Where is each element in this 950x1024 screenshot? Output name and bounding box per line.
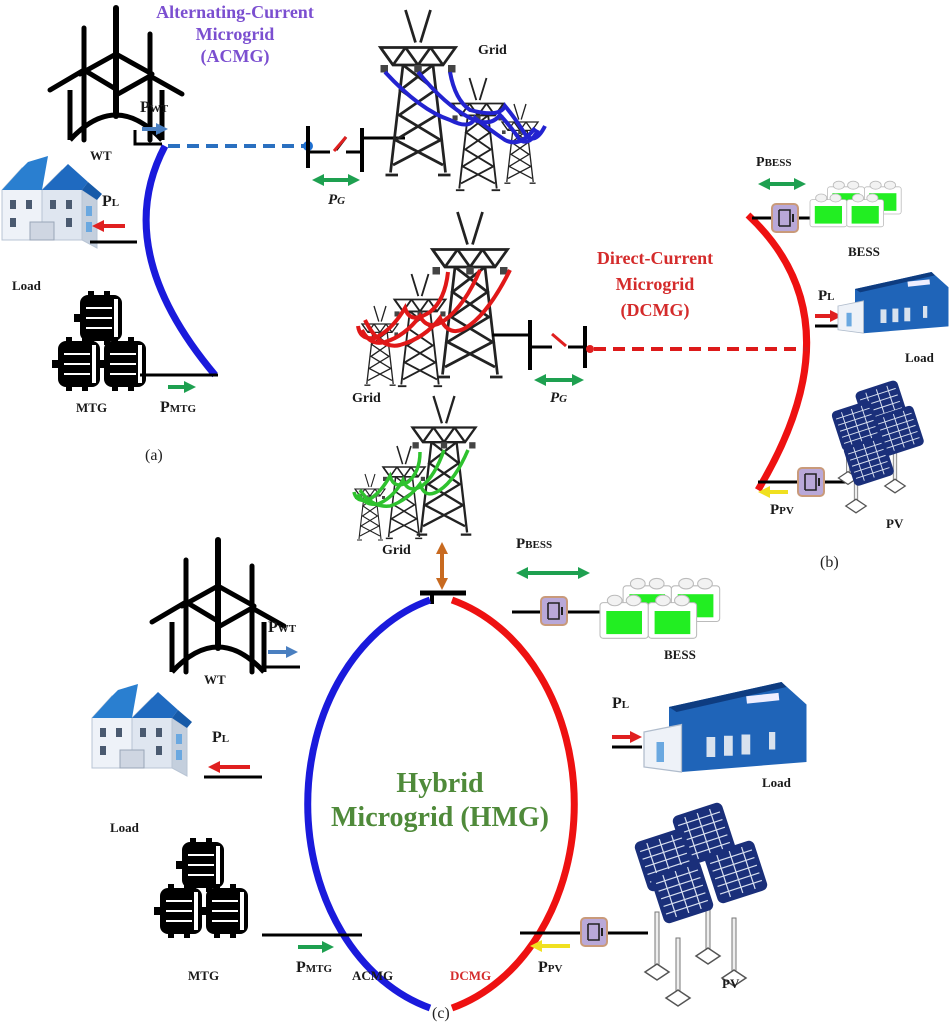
dcmg-title-line2: Microgrid — [616, 274, 695, 294]
house-load-icon — [91, 683, 193, 777]
p-wt-label-c: PWT — [268, 619, 297, 636]
grid-label-b: Grid — [352, 391, 381, 406]
bess-label-c: BESS — [664, 647, 696, 662]
mtg-label: MTG — [76, 400, 107, 415]
wt-connection-line — [133, 130, 162, 146]
acmg-label: ACMG — [352, 968, 393, 983]
pv-label-c: PV — [722, 976, 740, 991]
converter-icon — [797, 467, 825, 497]
p-bess-label: PBESS — [756, 155, 791, 170]
panel-a-caption: (a) — [145, 447, 163, 464]
panel-b-caption: (b) — [820, 554, 839, 571]
hmg-title-line1: Hybrid — [396, 768, 484, 799]
dc-bus — [745, 212, 811, 492]
micro-turbine-generator-icon — [52, 291, 146, 391]
p-pv-label: PPV — [770, 502, 794, 518]
mtg-label-c: MTG — [188, 968, 219, 983]
solar-panel-icon — [632, 800, 770, 1007]
pcc-node-b — [586, 345, 594, 353]
transmission-lines-blue — [383, 70, 547, 145]
p-pv-label-c: PPV — [538, 959, 563, 976]
wind-turbine-icon — [50, 8, 182, 140]
battery-storage-icon — [810, 181, 901, 227]
breaker-switch-icon[interactable] — [332, 136, 348, 152]
transmission-lines-green — [352, 449, 470, 508]
dcmg-title-line1: Direct-Current — [597, 248, 713, 268]
panel-b-dcmg: Direct-Current Microgrid (DCMG) Grid PG — [352, 155, 949, 571]
transmission-lines-red — [356, 269, 512, 348]
transmission-tower-icon — [361, 210, 509, 388]
converter-icon — [580, 917, 608, 947]
warehouse-load-icon — [643, 681, 808, 773]
wt-label-c: WT — [204, 672, 226, 687]
bess-label: BESS — [848, 244, 880, 259]
acmg-title-line3: (ACMG) — [201, 46, 270, 67]
converter-icon — [540, 596, 568, 626]
grid-label-c: Grid — [382, 543, 411, 558]
hmg-title-line2: Microgrid (HMG) — [331, 802, 549, 833]
micro-turbine-generator-icon — [154, 838, 248, 938]
battery-storage-icon — [600, 578, 720, 638]
load-label: Load — [12, 278, 42, 293]
load-label-b: Load — [905, 350, 935, 365]
wind-turbine-icon — [152, 540, 284, 672]
solar-panel-icon — [830, 378, 926, 514]
p-g-label: PG — [328, 192, 345, 208]
ac-bus — [142, 144, 218, 378]
p-mtg-label-c: PMTG — [296, 959, 333, 976]
acmg-title-line2: Microgrid — [196, 24, 275, 44]
p-l-label-c2: PL — [612, 695, 629, 712]
wt-label: WT — [90, 148, 112, 163]
converter-icon — [771, 203, 799, 233]
warehouse-load-icon — [837, 271, 949, 334]
load-label-c2: Load — [762, 775, 792, 790]
house-load-icon — [1, 155, 103, 249]
acmg-title-line1: Alternating-Current — [156, 2, 314, 22]
pv-label-b: PV — [886, 516, 904, 531]
p-wt-label: PWT — [140, 99, 169, 116]
breaker-switch-icon[interactable] — [551, 332, 567, 348]
p-l-label-c: PL — [212, 729, 229, 746]
dcmg-label: DCMG — [450, 968, 491, 983]
dcmg-title-line3: (DCMG) — [621, 300, 690, 321]
p-l-label: PL — [102, 193, 119, 210]
panel-c-hmg: Grid Hybrid Microgrid (HMG) PWT WT PL Lo… — [91, 394, 808, 1022]
load-label-c: Load — [110, 820, 140, 835]
grid-label: Grid — [478, 43, 507, 58]
panel-c-caption: (c) — [432, 1005, 450, 1022]
dc-bus-ring — [450, 596, 578, 1012]
p-l-label-b: PL — [818, 288, 835, 304]
p-mtg-label: PMTG — [160, 399, 197, 416]
p-bess-label-c: PBESS — [516, 536, 552, 552]
panel-a-acmg: Alternating-Current Microgrid (ACMG) WT … — [1, 2, 547, 464]
p-g-label-b: PG — [550, 390, 567, 406]
ac-bus-ring — [304, 596, 432, 1012]
